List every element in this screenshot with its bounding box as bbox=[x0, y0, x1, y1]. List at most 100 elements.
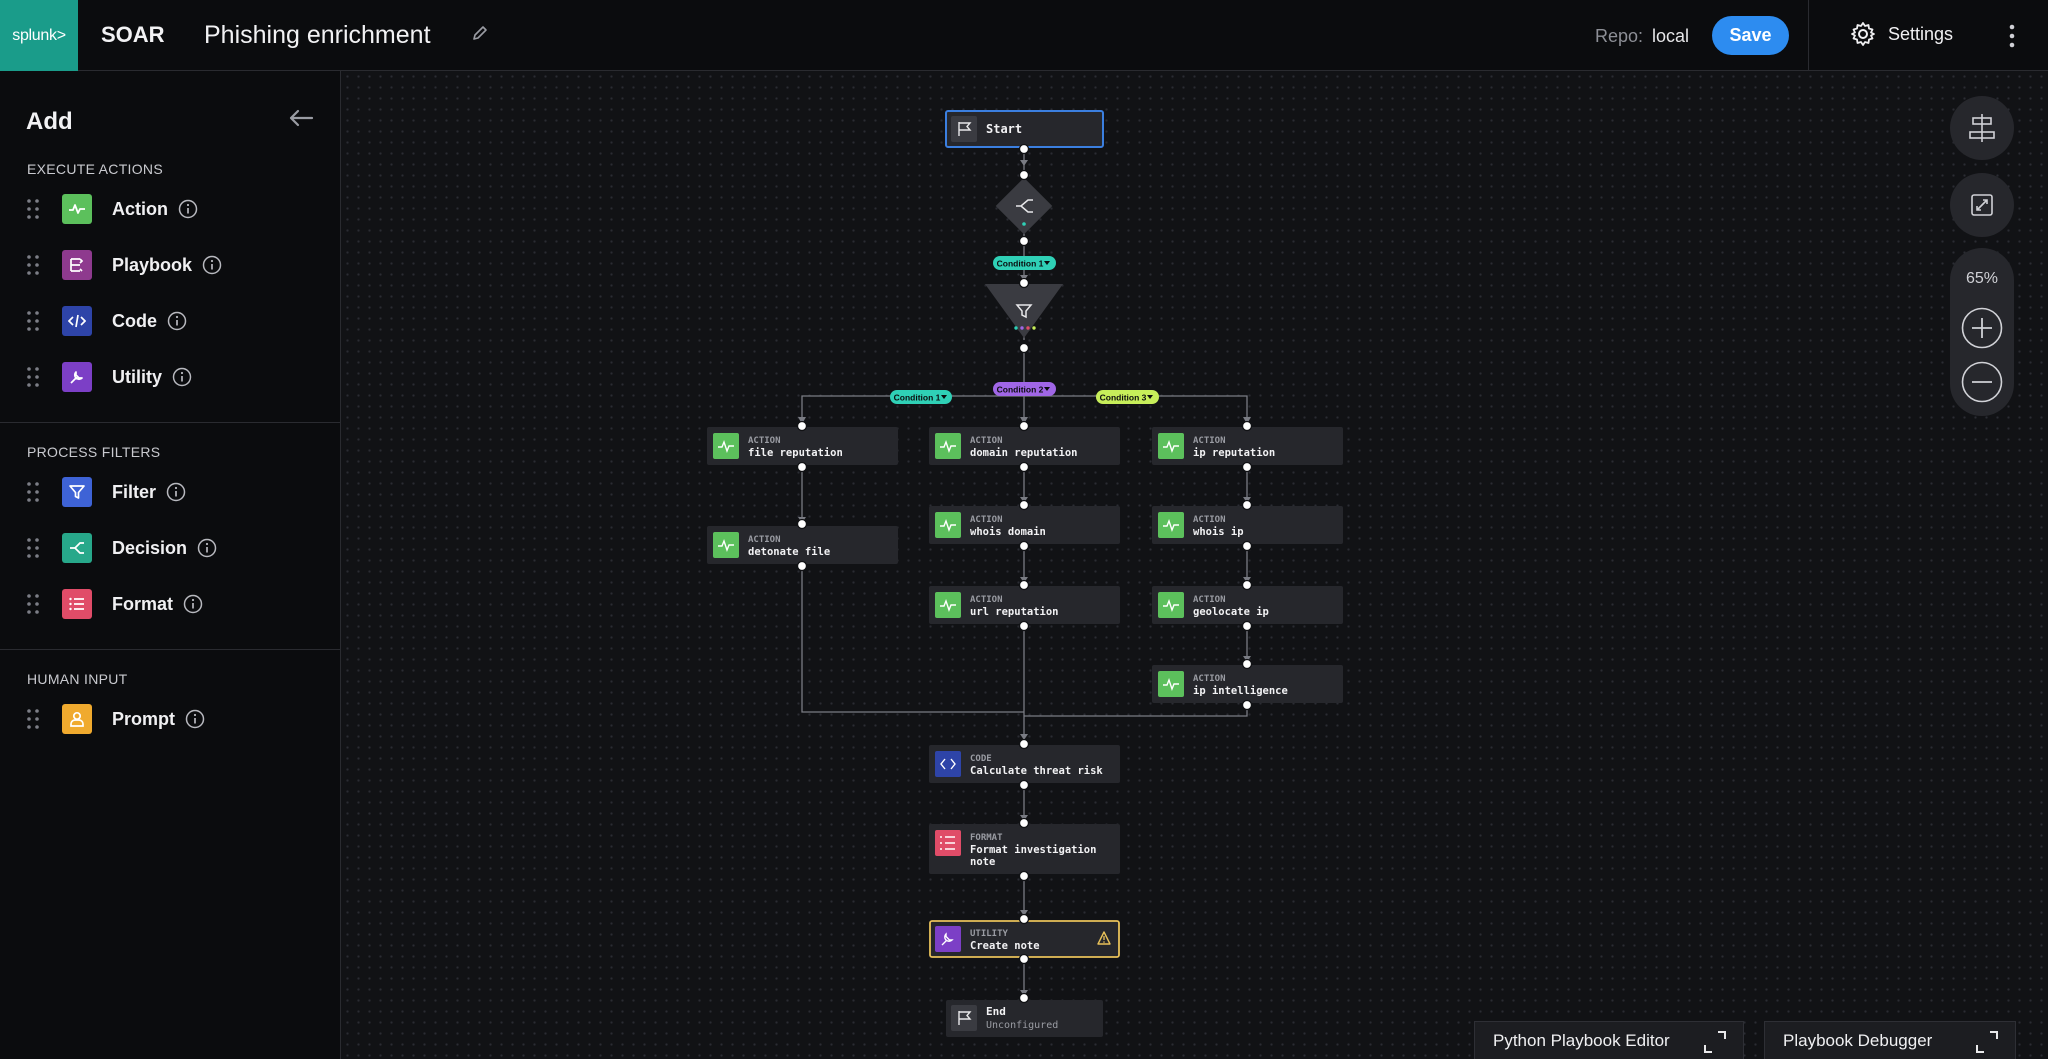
action-block-url-reputation[interactable]: ACTION url reputation bbox=[929, 586, 1120, 624]
utility-block-create-note[interactable]: UTILITY Create note bbox=[929, 920, 1120, 958]
block-name: whois ip bbox=[1193, 526, 1244, 538]
drag-handle-icon[interactable] bbox=[26, 707, 40, 731]
action-block-whois-ip[interactable]: ACTION whois ip bbox=[1152, 506, 1343, 544]
action-block-domain-reputation[interactable]: ACTION domain reputation bbox=[929, 427, 1120, 465]
block-type: ACTION bbox=[1193, 515, 1226, 525]
align-vertical-icon bbox=[1969, 114, 1995, 142]
decision-icon bbox=[1016, 199, 1033, 213]
expand-icon[interactable] bbox=[1701, 1028, 1729, 1056]
drag-handle-icon[interactable] bbox=[26, 480, 40, 504]
block-type: FORMAT bbox=[970, 833, 1003, 843]
info-icon[interactable] bbox=[185, 709, 205, 729]
format-block-investigation-note[interactable]: FORMAT Format investigation note bbox=[929, 824, 1120, 874]
action-block-ip-intelligence[interactable]: ACTION ip intelligence bbox=[1152, 665, 1343, 703]
condition-badge[interactable]: Condition 2 bbox=[993, 382, 1056, 396]
divider bbox=[0, 649, 340, 650]
filter-node[interactable] bbox=[985, 284, 1063, 338]
action-icon bbox=[1163, 439, 1179, 454]
action-block-whois-domain[interactable]: ACTION whois domain bbox=[929, 506, 1120, 544]
condition-badge[interactable]: Condition 3 bbox=[1096, 390, 1159, 404]
top-bar: splunk> SOAR Phishing enrichment Repo: l… bbox=[0, 0, 2048, 71]
info-icon[interactable] bbox=[166, 482, 186, 502]
condition-badge[interactable]: Condition 1 bbox=[890, 390, 952, 404]
splunk-logo[interactable]: splunk> bbox=[0, 0, 78, 71]
section-human-input: HUMAN INPUT bbox=[27, 671, 128, 687]
action-icon bbox=[1163, 518, 1179, 533]
arrow-left-icon[interactable] bbox=[286, 103, 316, 133]
warning-icon[interactable] bbox=[1097, 931, 1111, 945]
action-icon bbox=[1163, 598, 1179, 613]
block-type: ACTION bbox=[1193, 674, 1226, 684]
action-icon bbox=[940, 598, 956, 613]
code-block-calculate-threat-risk[interactable]: CODE Calculate threat risk bbox=[929, 745, 1120, 783]
action-block-detonate-file[interactable]: ACTION detonate file bbox=[707, 526, 898, 564]
save-button[interactable]: Save bbox=[1712, 16, 1789, 55]
sidebar-item-action[interactable]: Action bbox=[26, 191, 326, 227]
action-icon bbox=[718, 538, 734, 553]
auto-layout-button[interactable] bbox=[1950, 96, 2014, 160]
info-icon[interactable] bbox=[172, 367, 192, 387]
action-icon bbox=[62, 194, 92, 224]
caret-down-icon bbox=[1044, 261, 1050, 265]
playbook-debugger-tab[interactable]: Playbook Debugger bbox=[1764, 1021, 2016, 1059]
action-block-file-reputation[interactable]: ACTION file reputation bbox=[707, 427, 898, 465]
sidebar-item-decision[interactable]: Decision bbox=[26, 530, 326, 566]
more-options-icon[interactable] bbox=[2004, 22, 2020, 50]
drag-handle-icon[interactable] bbox=[26, 197, 40, 221]
pencil-icon[interactable] bbox=[470, 23, 490, 43]
playbook-title[interactable]: Phishing enrichment bbox=[204, 21, 431, 49]
drag-handle-icon[interactable] bbox=[26, 592, 40, 616]
start-node[interactable]: Start bbox=[945, 110, 1104, 148]
action-block-geolocate-ip[interactable]: ACTION geolocate ip bbox=[1152, 586, 1343, 624]
info-icon[interactable] bbox=[183, 594, 203, 614]
sidebar-item-label: Playbook bbox=[112, 254, 193, 275]
block-type: ACTION bbox=[970, 515, 1003, 525]
info-icon[interactable] bbox=[202, 255, 222, 275]
decision-icon bbox=[62, 533, 92, 563]
sidebar-item-label: Format bbox=[112, 593, 174, 614]
sidebar-item-prompt[interactable]: Prompt bbox=[26, 701, 326, 737]
app-name: SOAR bbox=[101, 22, 165, 47]
repo-value[interactable]: local bbox=[1652, 26, 1690, 46]
block-type: ACTION bbox=[1193, 436, 1226, 446]
info-icon[interactable] bbox=[197, 538, 217, 558]
info-icon[interactable] bbox=[178, 199, 198, 219]
block-name: geolocate ip bbox=[1193, 606, 1269, 618]
block-name: Calculate threat risk bbox=[970, 765, 1103, 777]
format-icon bbox=[945, 836, 955, 850]
sidebar-item-utility[interactable]: Utility bbox=[26, 359, 326, 395]
sidebar-item-format[interactable]: Format bbox=[26, 586, 326, 622]
tab-label: Playbook Debugger bbox=[1783, 1030, 1933, 1050]
block-type: ACTION bbox=[970, 595, 1003, 605]
zoom-out-icon[interactable] bbox=[1961, 361, 2003, 403]
flag-icon bbox=[958, 122, 972, 136]
sidebar-item-label: Filter bbox=[112, 481, 157, 502]
info-icon[interactable] bbox=[167, 311, 187, 331]
condition-badge[interactable]: Condition 1 bbox=[993, 256, 1056, 270]
drag-handle-icon[interactable] bbox=[26, 309, 40, 333]
block-name: domain reputation bbox=[970, 447, 1077, 459]
playbook-canvas[interactable] bbox=[342, 71, 2048, 1059]
code-icon bbox=[940, 758, 956, 770]
zoom-in-icon[interactable] bbox=[1961, 307, 2003, 349]
python-playbook-editor-tab[interactable]: Python Playbook Editor bbox=[1474, 1021, 1744, 1059]
sidebar-item-playbook[interactable]: Playbook bbox=[26, 247, 326, 283]
sidebar-item-label: Prompt bbox=[112, 708, 175, 729]
caret-down-icon bbox=[941, 395, 947, 399]
fit-to-screen-button[interactable] bbox=[1950, 173, 2014, 237]
sidebar-item-code[interactable]: Code bbox=[26, 303, 326, 339]
drag-handle-icon[interactable] bbox=[26, 365, 40, 389]
block-name: detonate file bbox=[748, 546, 830, 558]
action-block-ip-reputation[interactable]: ACTION ip reputation bbox=[1152, 427, 1343, 465]
drag-handle-icon[interactable] bbox=[26, 253, 40, 277]
block-type: UTILITY bbox=[970, 929, 1009, 939]
settings-button[interactable]: Settings bbox=[1850, 21, 1953, 47]
sidebar-item-filter[interactable]: Filter bbox=[26, 474, 326, 510]
end-node[interactable]: End Unconfigured bbox=[946, 1000, 1103, 1037]
expand-icon[interactable] bbox=[1973, 1028, 2001, 1056]
prompt-icon bbox=[62, 704, 92, 734]
panel-title: Add bbox=[26, 108, 73, 135]
drag-handle-icon[interactable] bbox=[26, 536, 40, 560]
block-name: Format investigation bbox=[970, 844, 1096, 856]
